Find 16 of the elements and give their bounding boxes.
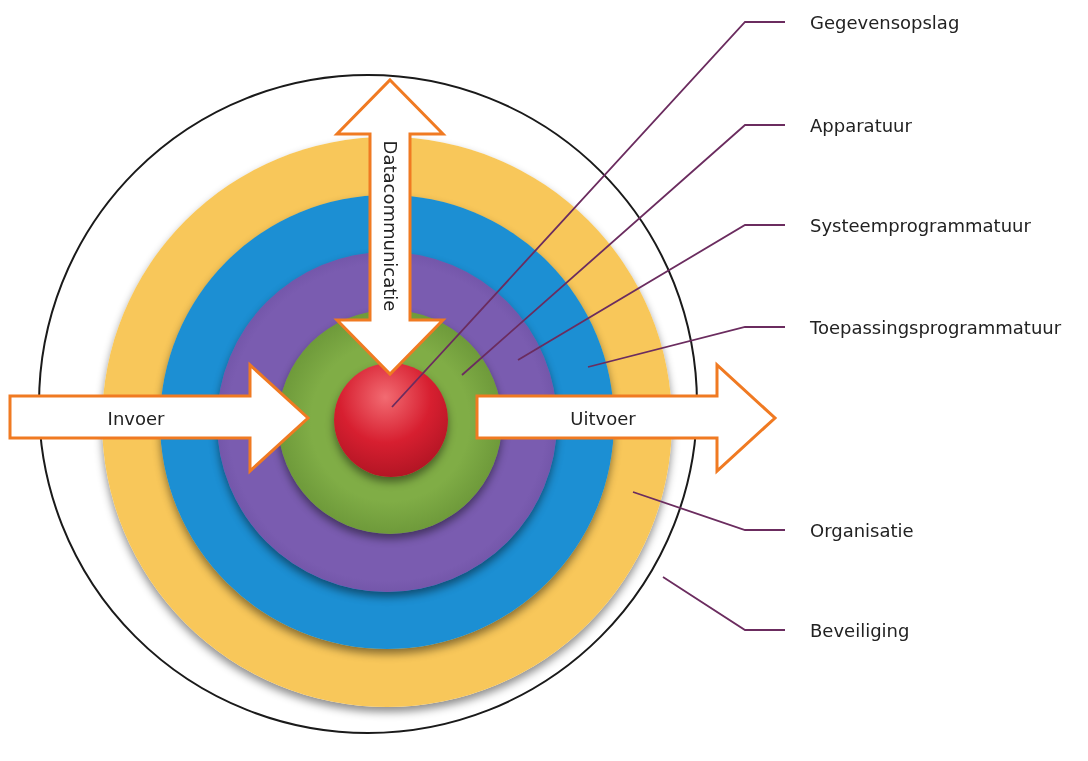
leader-line <box>662 576 786 631</box>
layer-label: Organisatie <box>810 519 914 541</box>
layer-label: Beveiliging <box>810 619 910 641</box>
leader-line <box>391 21 786 408</box>
arrow-label: Datacommunicatie <box>379 140 401 312</box>
layer-label: Apparatuur <box>810 114 912 136</box>
leader-line <box>517 224 786 361</box>
arrow-label: Invoer <box>107 407 165 429</box>
layer-label: Gegevensopslag <box>810 11 960 33</box>
leader-line <box>461 124 786 376</box>
arrow-label: Uitvoer <box>570 407 636 429</box>
leader-line <box>587 326 786 368</box>
leader-line <box>632 491 786 531</box>
core-circle <box>334 363 448 477</box>
layer-label: Toepassingsprogrammatuur <box>810 316 1062 338</box>
layer-label: Systeemprogrammatuur <box>810 214 1031 236</box>
